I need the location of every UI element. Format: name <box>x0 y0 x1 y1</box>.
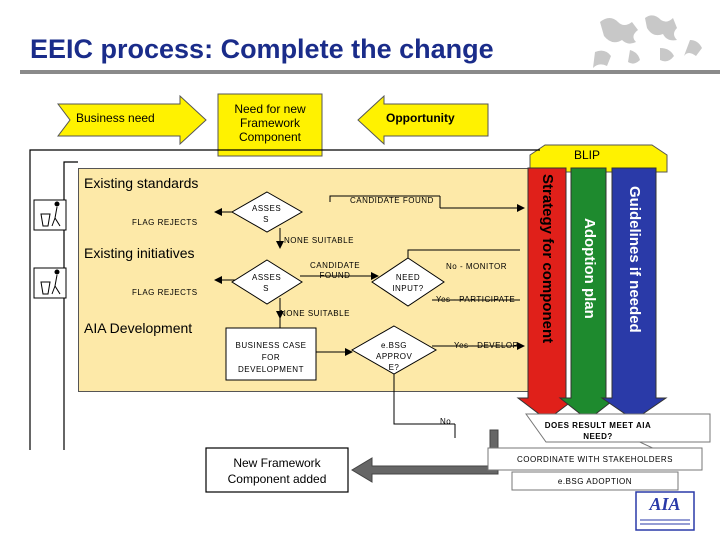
new-framework-box <box>205 447 349 493</box>
opportunity-arrow <box>357 94 489 146</box>
assess-diamond-1 <box>230 191 304 233</box>
need-framework-label: Need for new Framework Component <box>234 102 306 144</box>
does-result-box <box>525 413 711 443</box>
adoption-column-label: Adoption plan <box>581 218 598 319</box>
trash-icon <box>33 267 67 299</box>
flag-rejects-label-2: FLAG REJECTS <box>132 288 198 297</box>
assess-label-2: ASSES S <box>252 273 282 293</box>
existing-initiatives-label: Existing initiatives <box>84 245 195 261</box>
assess-diamond-2 <box>231 259 303 305</box>
feedback-line <box>29 149 540 450</box>
business-case-label: BUSINESS CASE FOR DEVELOPMENT <box>235 341 307 374</box>
business-need-arrow <box>57 94 207 146</box>
ebsg-approve-diamond <box>350 325 438 375</box>
guidelines-column <box>600 167 668 421</box>
ebsg-approve-label: e.BSG APPROV E? <box>376 341 413 372</box>
guidelines-column-label: Guidelines if needed <box>626 186 643 333</box>
yes-develop-label: Yes - DEVELOP <box>454 341 519 350</box>
no-monitor-label: No - MONITOR <box>446 262 507 271</box>
candidate-found-label-1: CANDIDATE FOUND <box>350 196 434 205</box>
assess-label-1: ASSES S <box>252 204 282 224</box>
ebsg-adoption-label: e.BSG ADOPTION <box>557 477 633 486</box>
does-result-label: DOES RESULT MEET AIA NEED? <box>544 421 652 441</box>
flag-rejects-label-1: FLAG REJECTS <box>132 218 198 227</box>
return-arrow <box>351 429 499 483</box>
coordinate-box <box>487 447 703 471</box>
aia-logo-text: AIA <box>649 494 681 514</box>
feedback-line-inner <box>63 161 78 450</box>
need-framework-box <box>217 93 323 157</box>
existing-standards-label: Existing standards <box>84 175 199 191</box>
page-title: EEIC process: Complete the change <box>30 34 494 64</box>
strategy-column-label: Strategy for component <box>539 174 556 344</box>
new-framework-label: New Framework Component added <box>227 456 327 486</box>
coordinate-label: COORDINATE WITH STAKEHOLDERS <box>517 455 673 464</box>
adoption-column <box>558 167 618 421</box>
business-need-label: Business need <box>76 111 155 125</box>
blip-label: BLIP <box>574 148 601 162</box>
none-suitable-label-2: NONE SUITABLE <box>280 309 350 318</box>
candidate-found-label-2: CANDIDATE FOUND <box>310 261 361 280</box>
yes-participate-label: Yes - PARTICIPATE <box>436 295 516 304</box>
ebsg-adoption-box <box>511 471 679 491</box>
need-input-diamond <box>371 257 445 307</box>
none-suitable-label-1: NONE SUITABLE <box>284 236 354 245</box>
no-label: No <box>440 417 452 426</box>
aia-development-label: AIA Development <box>84 320 193 336</box>
strategy-column <box>516 167 578 421</box>
puzzle-icon <box>593 15 702 68</box>
trash-icon <box>33 199 67 231</box>
need-input-label: NEED INPUT? <box>392 273 424 293</box>
business-case-box <box>225 327 317 381</box>
title-divider <box>20 70 720 74</box>
opportunity-label: Opportunity <box>386 111 455 125</box>
